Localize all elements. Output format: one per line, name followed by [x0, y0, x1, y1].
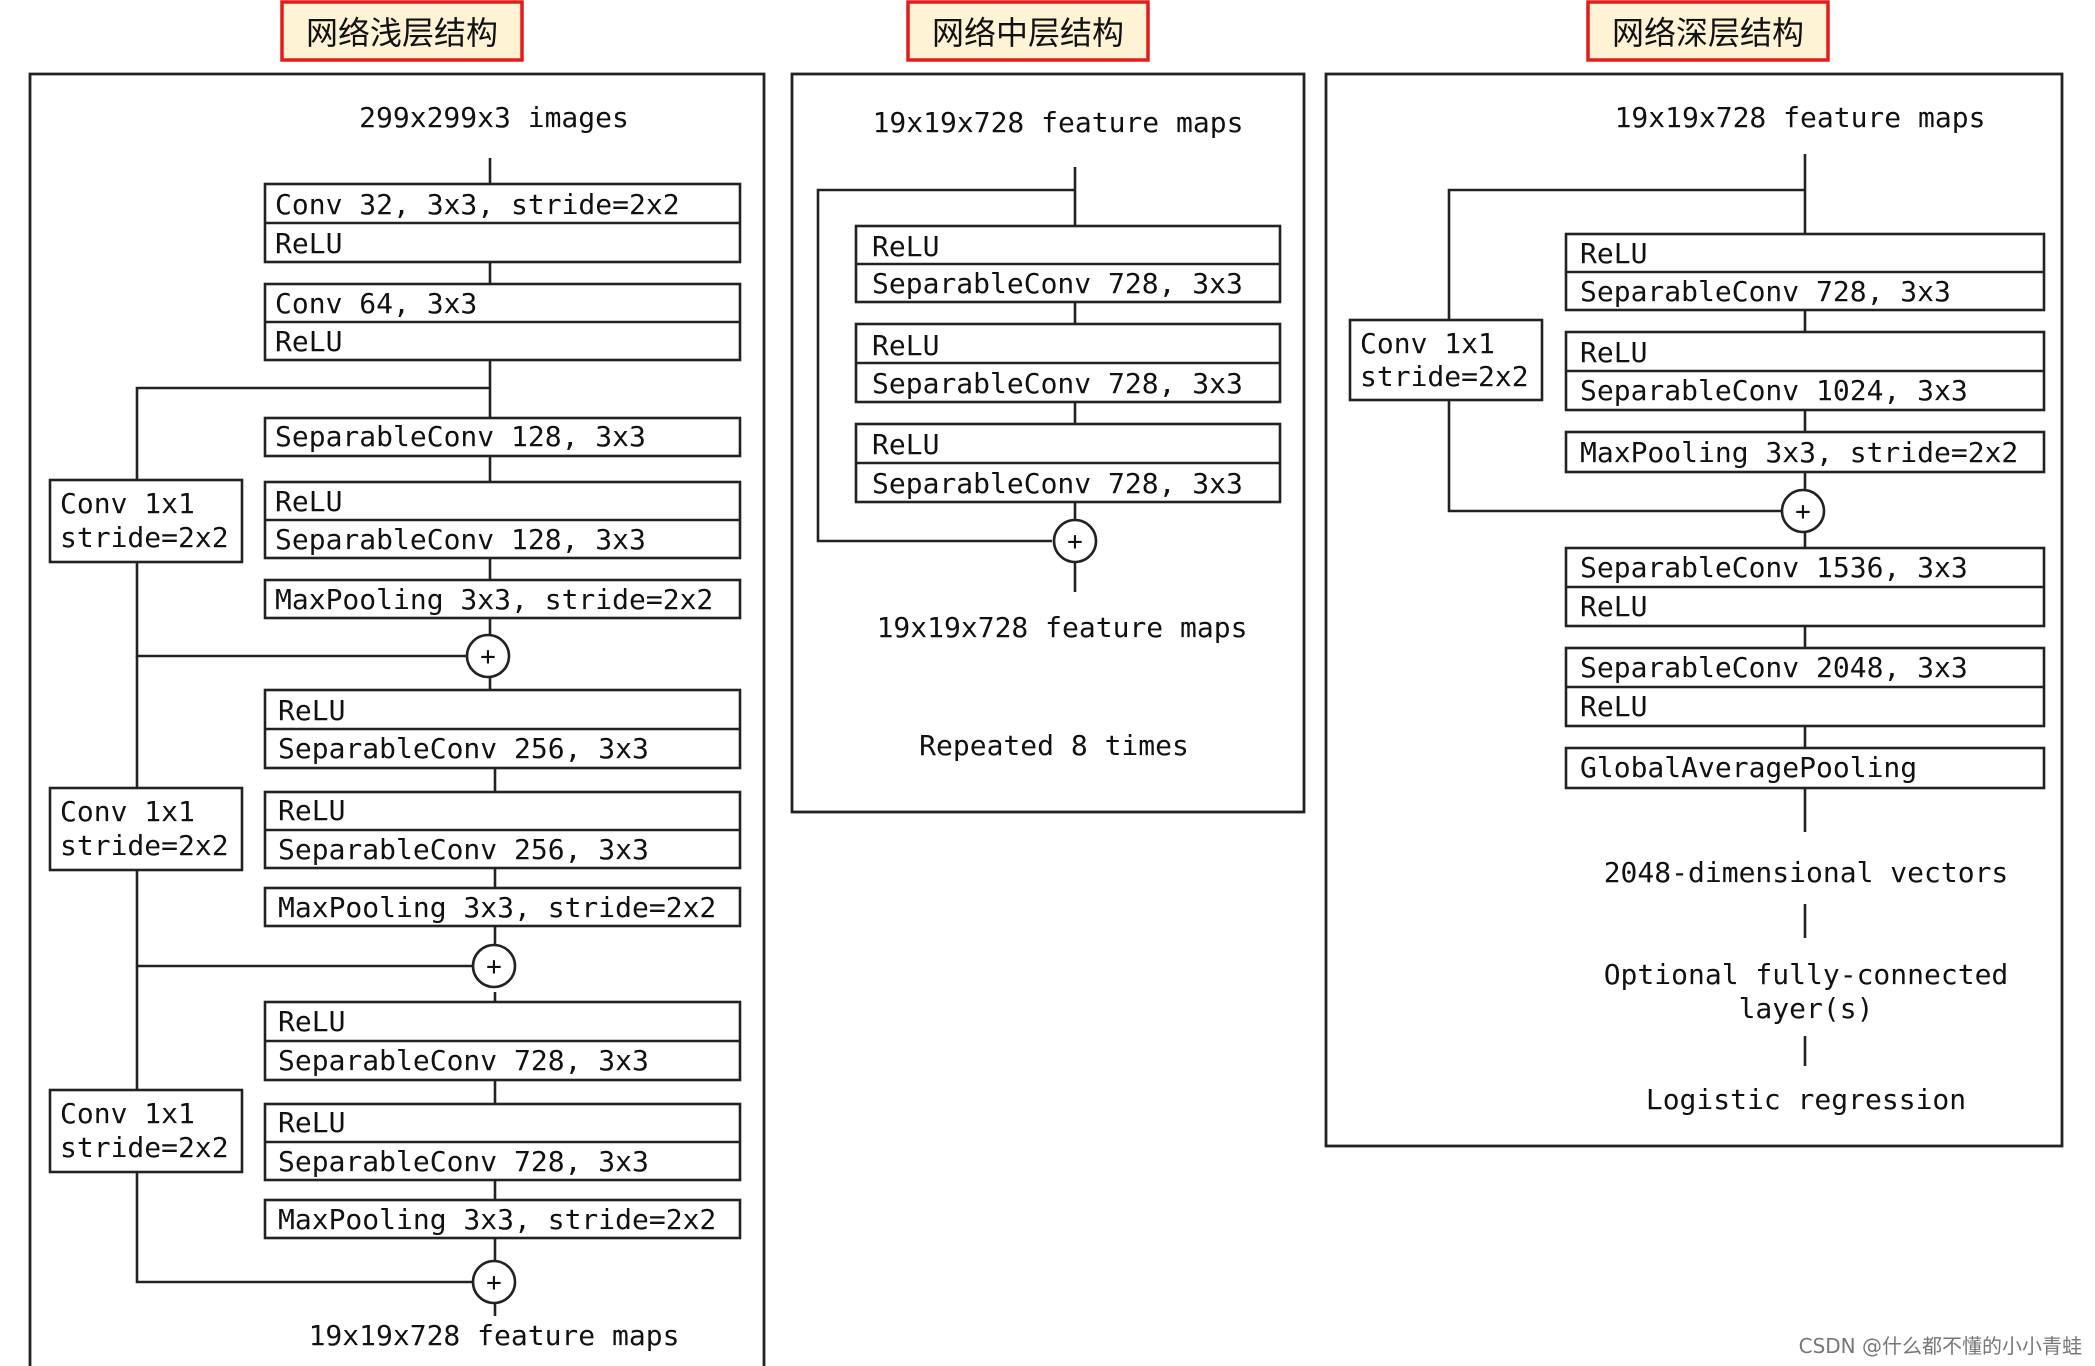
plus-symbol: +	[480, 642, 496, 672]
middle-repeat-label: Repeated 8 times	[919, 729, 1189, 762]
entry-block-conv32: Conv 32, 3x3, stride=2x2 ReLU	[263, 182, 742, 264]
layer-label: ReLU	[278, 694, 345, 727]
layer-label: ReLU	[278, 1005, 345, 1038]
layer-label: ReLU	[1580, 590, 1647, 623]
shortcut-label: Conv 1x1	[60, 1097, 195, 1130]
entry-add-node-3: +	[471, 1259, 517, 1305]
layer-label: SeparableConv 2048, 3x3	[1580, 651, 1968, 684]
layer-label: GlobalAveragePooling	[1580, 751, 1917, 784]
layer-label: ReLU	[872, 329, 939, 362]
entry-shortcut-conv-3: Conv 1x1 stride=2x2	[48, 1088, 244, 1174]
middle-input-label: 19x19x728 feature maps	[873, 106, 1244, 139]
layer-label: SeparableConv 728, 3x3	[872, 467, 1243, 500]
layer-label: SeparableConv 728, 3x3	[278, 1145, 649, 1178]
watermark: CSDN @什么都不懂的小小青蛙	[1799, 1334, 2082, 1358]
exit-block-sepconv2048: SeparableConv 2048, 3x3 ReLU	[1564, 646, 2046, 728]
entry-shortcut-conv-1: Conv 1x1 stride=2x2	[48, 478, 244, 564]
title-middle-text: 网络中层结构	[932, 14, 1124, 52]
middle-flow-panel: 19x19x728 feature maps ReLU SeparableCon…	[790, 72, 1306, 814]
entry-flow-panel: 299x299x3 images Conv 32, 3x3, stride=2x…	[28, 72, 766, 1366]
layer-label: MaxPooling 3x3, stride=2x2	[278, 1203, 716, 1236]
layer-label: ReLU	[275, 485, 342, 518]
exit-fc-label: layer(s)	[1739, 992, 1874, 1025]
entry-input-label: 299x299x3 images	[359, 101, 629, 134]
plus-symbol: +	[486, 1268, 502, 1298]
entry-block-maxpool-2: MaxPooling 3x3, stride=2x2	[263, 886, 742, 928]
entry-output-label: 19x19x728 feature maps	[309, 1319, 680, 1352]
shortcut-label: Conv 1x1	[60, 487, 195, 520]
exit-add-node: +	[1780, 488, 1826, 534]
entry-block-conv64: Conv 64, 3x3 ReLU	[263, 282, 742, 362]
layer-label: MaxPooling 3x3, stride=2x2	[275, 583, 713, 616]
middle-output-label: 19x19x728 feature maps	[877, 611, 1248, 644]
middle-block-2: ReLU SeparableConv 728, 3x3	[854, 322, 1282, 404]
entry-shortcut-conv-2: Conv 1x1 stride=2x2	[48, 786, 244, 872]
exit-shortcut-conv: Conv 1x1 stride=2x2	[1348, 318, 1544, 402]
entry-block-sepconv256-b: ReLU SeparableConv 256, 3x3	[263, 790, 742, 870]
layer-label: ReLU	[1580, 690, 1647, 723]
entry-add-node-1: +	[465, 633, 511, 679]
layer-label: ReLU	[872, 230, 939, 263]
layer-label: SeparableConv 1536, 3x3	[1580, 551, 1968, 584]
exit-block-maxpool: MaxPooling 3x3, stride=2x2	[1564, 430, 2046, 474]
shortcut-label: Conv 1x1	[60, 795, 195, 828]
shortcut-label: stride=2x2	[60, 521, 229, 554]
layer-label: ReLU	[872, 428, 939, 461]
entry-block-maxpool-3: MaxPooling 3x3, stride=2x2	[263, 1198, 742, 1240]
exit-block-sepconv1536: SeparableConv 1536, 3x3 ReLU	[1564, 546, 2046, 628]
title-deep: 网络深层结构	[1586, 0, 1830, 62]
layer-label: ReLU	[278, 1106, 345, 1139]
middle-block-1: ReLU SeparableConv 728, 3x3	[854, 224, 1282, 304]
entry-block-sepconv256-a: ReLU SeparableConv 256, 3x3	[263, 688, 742, 770]
plus-symbol: +	[1795, 497, 1811, 527]
exit-input-label: 19x19x728 feature maps	[1615, 101, 1986, 134]
exit-vectors-label: 2048-dimensional vectors	[1604, 856, 2009, 889]
layer-label: ReLU	[275, 227, 342, 260]
layer-label: SeparableConv 728, 3x3	[1580, 275, 1951, 308]
layer-label: ReLU	[1580, 336, 1647, 369]
title-middle: 网络中层结构	[906, 0, 1150, 62]
middle-block-3: ReLU SeparableConv 728, 3x3	[854, 422, 1282, 504]
layer-label: SeparableConv 728, 3x3	[872, 367, 1243, 400]
exit-logistic-label: Logistic regression	[1646, 1083, 1966, 1116]
title-shallow-text: 网络浅层结构	[306, 14, 498, 52]
layer-label: MaxPooling 3x3, stride=2x2	[1580, 436, 2018, 469]
layer-label: SeparableConv 256, 3x3	[278, 833, 649, 866]
entry-block-maxpool-1: MaxPooling 3x3, stride=2x2	[263, 578, 742, 620]
layer-label: SeparableConv 128, 3x3	[275, 523, 646, 556]
exit-block-global-avg-pool: GlobalAveragePooling	[1564, 746, 2046, 790]
middle-add-node: +	[1052, 518, 1098, 564]
layer-label: SeparableConv 728, 3x3	[278, 1044, 649, 1077]
entry-add-node-2: +	[471, 943, 517, 989]
entry-block-sepconv128-b: ReLU SeparableConv 128, 3x3	[263, 480, 742, 560]
title-shallow: 网络浅层结构	[280, 0, 524, 62]
entry-block-sepconv728-a: ReLU SeparableConv 728, 3x3	[263, 1000, 742, 1082]
layer-label: Conv 64, 3x3	[275, 287, 477, 320]
shortcut-label: stride=2x2	[1360, 360, 1529, 393]
shortcut-label: stride=2x2	[60, 829, 229, 862]
title-deep-text: 网络深层结构	[1612, 14, 1804, 52]
layer-label: SeparableConv 1024, 3x3	[1580, 374, 1968, 407]
shortcut-label: Conv 1x1	[1360, 327, 1495, 360]
plus-symbol: +	[486, 952, 502, 982]
layer-label: SeparableConv 256, 3x3	[278, 732, 649, 765]
layer-label: ReLU	[275, 325, 342, 358]
entry-block-sepconv128-a: SeparableConv 128, 3x3	[263, 416, 742, 458]
layer-label: ReLU	[278, 794, 345, 827]
layer-label: ReLU	[1580, 237, 1647, 270]
layer-label: SeparableConv 728, 3x3	[872, 267, 1243, 300]
exit-block-sepconv1024: ReLU SeparableConv 1024, 3x3	[1564, 330, 2046, 412]
layer-label: SeparableConv 128, 3x3	[275, 420, 646, 453]
exit-fc-label: Optional fully-connected	[1604, 958, 2009, 991]
exit-flow-panel: 19x19x728 feature maps Conv 1x1 stride=2…	[1324, 72, 2064, 1148]
layer-label: Conv 32, 3x3, stride=2x2	[275, 188, 680, 221]
entry-block-sepconv728-b: ReLU SeparableConv 728, 3x3	[263, 1102, 742, 1182]
layer-label: MaxPooling 3x3, stride=2x2	[278, 891, 716, 924]
plus-symbol: +	[1067, 527, 1083, 557]
shortcut-label: stride=2x2	[60, 1131, 229, 1164]
exit-block-sepconv728: ReLU SeparableConv 728, 3x3	[1564, 232, 2046, 312]
